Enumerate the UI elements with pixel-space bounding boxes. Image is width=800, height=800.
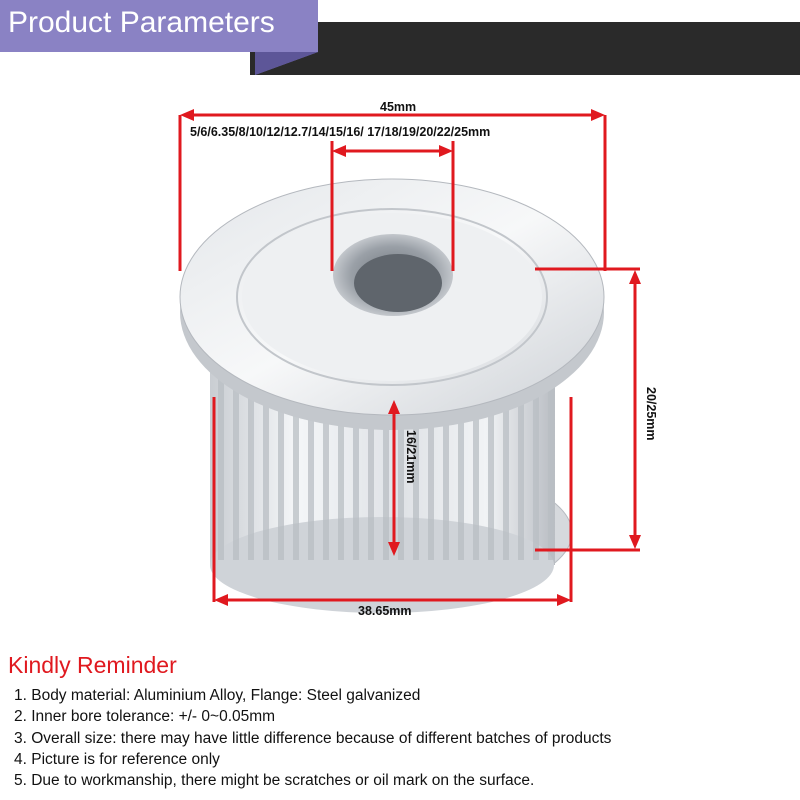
height-arrow-top xyxy=(629,270,641,284)
header-tab-fold xyxy=(255,52,318,75)
reminder-item: 3. Overall size: there may have little d… xyxy=(14,729,612,747)
reminder-list: 1. Body material: Aluminium Alloy, Flang… xyxy=(8,685,788,791)
pulley-tooth-groove xyxy=(518,375,524,560)
reminder-item: 5. Due to workmanship, there might be sc… xyxy=(14,772,535,790)
pulley-teeth-body xyxy=(210,335,555,613)
pulley-tooth-groove xyxy=(458,375,464,560)
tooth-diameter-label: 38.65mm xyxy=(358,604,412,618)
header-tab xyxy=(0,0,318,75)
pulley-tooth-groove xyxy=(308,375,314,560)
reminder-item: 2. Inner bore tolerance: +/- 0~0.05mm xyxy=(14,708,276,726)
tooth-width-arrow-bottom xyxy=(388,542,400,556)
outer-diameter-arrow-left xyxy=(180,109,194,121)
tooth-width-arrow-top xyxy=(388,400,400,414)
header-banner: Product Parameters xyxy=(0,0,800,75)
pulley-tooth-groove xyxy=(368,375,374,560)
reminder-section: Kindly Reminder 1. Body material: Alumin… xyxy=(8,652,788,791)
product-figure: 45mm 5/6/6.35/8/10/12/12.7/14/15/16/ 17/… xyxy=(0,75,800,635)
pulley-tooth-groove xyxy=(293,375,299,560)
pulley-tooth-groove xyxy=(413,375,419,560)
pulley-tooth-groove xyxy=(503,375,509,560)
header-banner-graphic xyxy=(0,0,800,75)
dimension-lines xyxy=(178,109,641,606)
pulley-tooth-groove xyxy=(218,375,224,560)
pulley-tooth-groove xyxy=(548,375,554,560)
pulley-tooth-groove xyxy=(233,375,239,560)
pulley-tooth-groove xyxy=(428,375,434,560)
height-arrow-bottom xyxy=(629,535,641,549)
pulley-tooth-groove xyxy=(443,375,449,560)
tooth-diameter-arrow-left xyxy=(214,594,228,606)
pulley-bore xyxy=(333,234,453,316)
pulley-tooth-groove xyxy=(383,375,389,560)
pulley-tooth-groove xyxy=(473,375,479,560)
bore-arrow-right xyxy=(439,145,453,157)
reminder-title: Kindly Reminder xyxy=(8,652,177,678)
pulley-tooth-groove xyxy=(488,375,494,560)
reminder-item: 4. Picture is for reference only xyxy=(14,750,220,768)
pulley-teeth xyxy=(218,375,554,560)
pulley-tooth-groove xyxy=(353,375,359,560)
outer-diameter-label: 45mm xyxy=(380,100,417,114)
page-title: Product Parameters xyxy=(8,6,275,39)
outer-diameter-arrow-right xyxy=(591,109,605,121)
tooth-diameter-arrow-right xyxy=(557,594,571,606)
pulley-tooth-groove xyxy=(398,375,404,560)
pulley-tooth-groove xyxy=(248,375,254,560)
reminder-item: 1. Body material: Aluminium Alloy, Flang… xyxy=(14,687,421,704)
pulley-tooth-groove xyxy=(338,375,344,560)
pulley-tooth-groove xyxy=(263,375,269,560)
bore-arrow-left xyxy=(332,145,346,157)
pulley-tooth-groove xyxy=(323,375,329,560)
pulley-tooth-groove xyxy=(278,375,284,560)
total-height-label: 20/25mm xyxy=(644,387,658,441)
bore-options-label: 5/6/6.35/8/10/12/12.7/14/15/16/ 17/18/19… xyxy=(190,125,491,139)
pulley-tooth-groove xyxy=(533,375,539,560)
tooth-width-label: 16/21mm xyxy=(404,430,418,484)
pulley-drawing xyxy=(178,109,641,613)
header-dark-bar xyxy=(250,22,800,75)
